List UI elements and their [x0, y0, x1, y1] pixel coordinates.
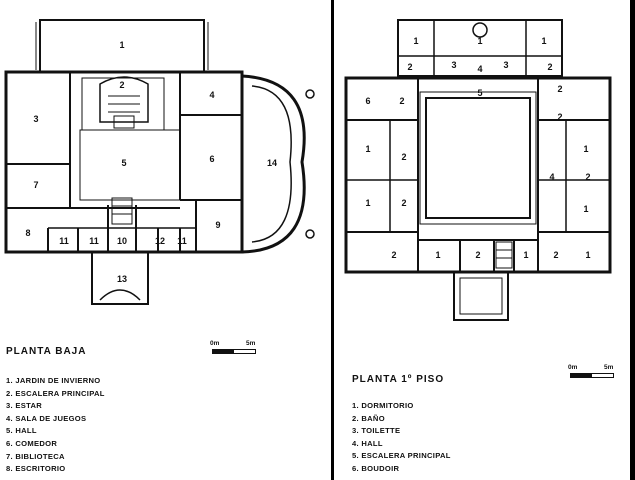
- scale-end: 5m: [246, 340, 256, 347]
- scale-start: 0m: [210, 340, 220, 347]
- legend-item: 8. ESCRITORIO: [6, 464, 66, 474]
- plan-label: 11: [59, 236, 69, 246]
- plan-label: 1: [585, 250, 590, 260]
- scale-start: 0m: [568, 364, 578, 371]
- plan-label: 6: [365, 96, 370, 106]
- curved-gallery: [241, 74, 306, 254]
- ground-floor-plan: 1 2 3 4 5 6 7 8 9 10 11 11 11 12 13 14: [4, 19, 315, 305]
- plan-label: 6: [209, 154, 214, 164]
- plan-label: 1: [523, 250, 528, 260]
- upper-floor-legend: 1. DORMITORIO 2. BAÑO 3. TOILETTE 4. HAL…: [352, 400, 451, 476]
- plan-label: 11: [89, 236, 99, 246]
- legend-item: 4. SALA DE JUEGOS: [6, 413, 87, 423]
- plan-label: 1: [119, 40, 124, 50]
- legend-item: 6. BOUDOIR: [352, 463, 400, 473]
- legend-item: 5. ESCALERA PRINCIPAL: [352, 451, 451, 461]
- plan-label: 1: [435, 250, 440, 260]
- plan-label: 1: [365, 144, 370, 154]
- plan-label: 2: [399, 96, 404, 106]
- plan-label: 12: [155, 236, 165, 246]
- scale-end: 5m: [604, 364, 614, 371]
- legend-item: 7. BIBLIOTECA: [6, 451, 65, 461]
- legend-item: 6. COMEDOR: [6, 438, 58, 448]
- legend-item: 5. HALL: [6, 426, 37, 436]
- entrance-porch: [91, 251, 149, 305]
- upper-floor-sheet: 1 1 1 2 3 4 3 2 5 6 2 2 2 1 2 1 4 2 1 2 …: [334, 0, 630, 480]
- plan-label: 2: [475, 250, 480, 260]
- room-hall: [79, 129, 181, 201]
- upper-top-wing: [397, 19, 563, 77]
- legend-item: 3. TOILETTE: [352, 426, 401, 436]
- plan-label: 2: [119, 80, 124, 90]
- plan-label: 2: [401, 198, 406, 208]
- legend-item: 2. BAÑO: [352, 413, 385, 423]
- plan-label: 2: [557, 84, 562, 94]
- plan-label: 4: [477, 64, 482, 74]
- plan-label: 2: [547, 62, 552, 72]
- legend-item: 1. JARDIN DE INVIERNO: [6, 376, 101, 385]
- plan-label: 2: [407, 62, 412, 72]
- plan-label: 4: [549, 172, 554, 182]
- legend-item: 2. ESCALERA PRINCIPAL: [6, 388, 105, 398]
- plan-label: 1: [541, 36, 546, 46]
- plan-label: 1: [413, 36, 418, 46]
- plan-label: 2: [553, 250, 558, 260]
- plan-label: 10: [117, 236, 127, 246]
- plan-label: 3: [451, 60, 456, 70]
- legend-item: 4. HALL: [352, 438, 383, 448]
- plan-label: 1: [583, 144, 588, 154]
- plan-label: 11: [177, 236, 187, 246]
- plan-label: 7: [33, 180, 38, 190]
- plan-label: 4: [209, 90, 214, 100]
- terrace: [453, 271, 509, 321]
- plan-label: 1: [583, 204, 588, 214]
- plan-label: 2: [391, 250, 396, 260]
- plan-label: 3: [503, 60, 508, 70]
- legend-item: 3. ESTAR: [6, 401, 43, 411]
- plan-label: 2: [401, 152, 406, 162]
- upper-floor-title: PLANTA 1º PISO: [352, 374, 445, 385]
- legend-item: 1. DORMITORIO: [352, 401, 414, 410]
- courtyard: [425, 97, 531, 219]
- ground-floor-title: PLANTA BAJA: [6, 346, 87, 357]
- plan-label: 3: [33, 114, 38, 124]
- plan-label: 14: [267, 158, 277, 168]
- upper-floor-outline: [344, 76, 612, 274]
- plan-label: 13: [117, 274, 127, 284]
- ground-floor-legend: 1. JARDIN DE INVIERNO 2. ESCALERA PRINCI…: [6, 375, 105, 476]
- plan-label: 5: [477, 88, 482, 98]
- ground-floor-sheet: 1 2 3 4 5 6 7 8 9 10 11 11 11 12 13 14 P…: [0, 0, 331, 480]
- plan-label: 1: [477, 36, 482, 46]
- plan-label: 9: [215, 220, 220, 230]
- plan-label: 2: [557, 112, 562, 122]
- upper-floor-plan: 1 1 1 2 3 4 3 2 5 6 2 2 2 1 2 1 4 2 1 2 …: [344, 19, 612, 321]
- plan-label: 1: [365, 198, 370, 208]
- plan-label: 5: [121, 158, 126, 168]
- plan-label: 2: [585, 172, 590, 182]
- plan-label: 8: [25, 228, 30, 238]
